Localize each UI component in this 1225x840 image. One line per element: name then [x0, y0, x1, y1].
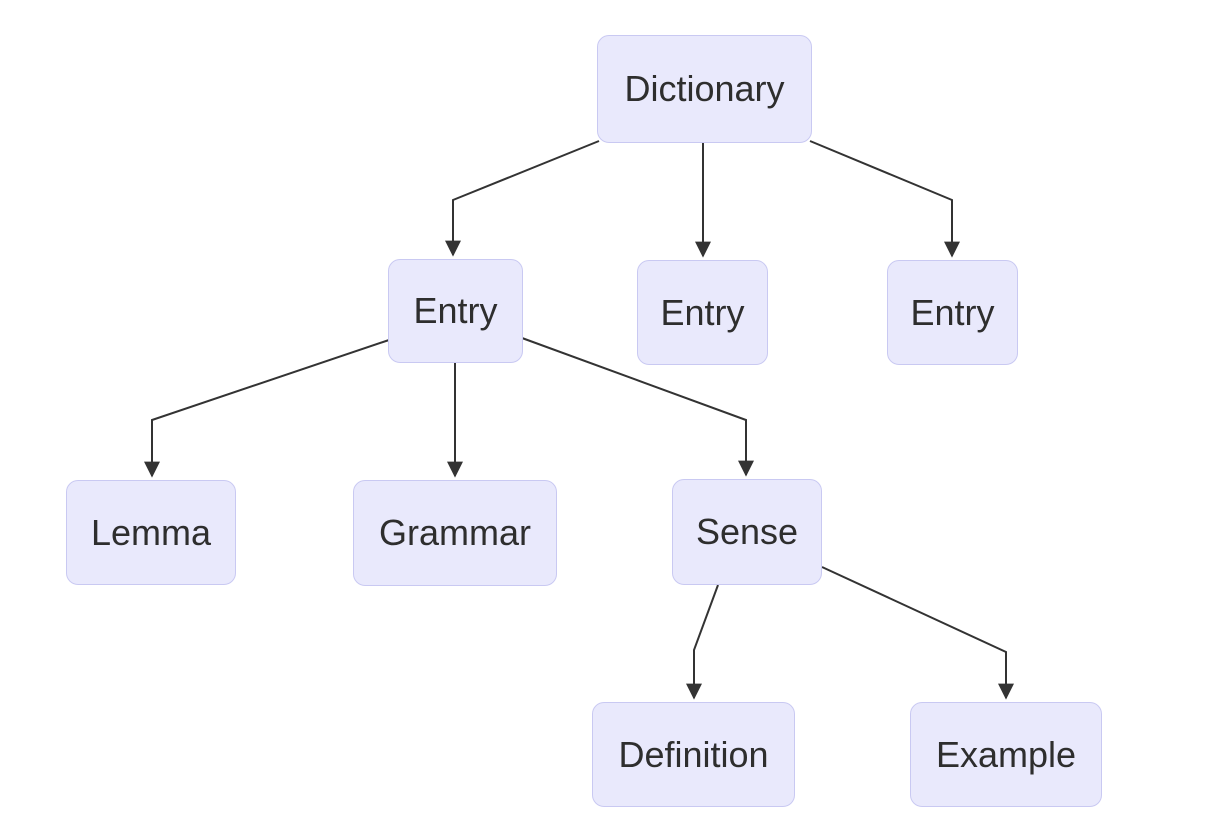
edge-dictionary-entry1: [445, 140, 600, 257]
edge-sense-example: [821, 566, 1014, 700]
node-entry-1: Entry: [388, 259, 523, 363]
edge-entry1-sense: [521, 337, 754, 477]
node-entry-3: Entry: [887, 260, 1018, 365]
node-example: Example: [910, 702, 1102, 807]
node-definition: Definition: [592, 702, 795, 807]
node-label: Definition: [618, 733, 769, 775]
node-label: Grammar: [379, 512, 531, 553]
node-label: Entry: [910, 291, 995, 333]
node-label: Lemma: [90, 511, 212, 553]
node-entry-2: Entry: [637, 260, 768, 365]
node-label: Sense: [695, 511, 799, 552]
node-sense: Sense: [672, 479, 822, 585]
edge-sense-definition: [686, 584, 719, 700]
node-label: Example: [935, 733, 1077, 775]
edge-entry1-lemma: [144, 339, 390, 478]
node-lemma: Lemma: [66, 480, 236, 585]
node-label: Dictionary: [624, 68, 785, 109]
node-label: Entry: [413, 290, 498, 331]
node-dictionary: Dictionary: [597, 35, 812, 143]
node-label: Entry: [660, 291, 745, 333]
edge-dictionary-entry3: [809, 140, 960, 258]
node-grammar: Grammar: [353, 480, 557, 586]
